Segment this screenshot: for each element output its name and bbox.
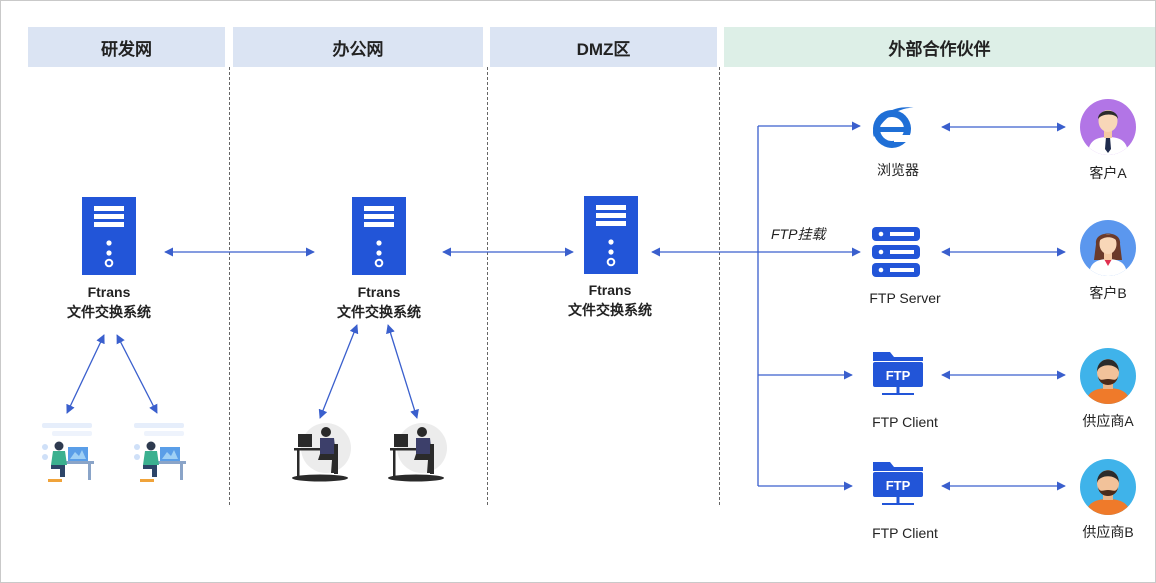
zone-divider (487, 67, 488, 505)
ftp-mount-label: FTP挂载 (771, 226, 826, 242)
browser-label: 浏览器 (877, 162, 919, 178)
ftp-client-label: FTP Client (872, 525, 938, 541)
ftrans-name-label: Ftrans (588, 282, 632, 298)
ftrans-server-icon (352, 197, 406, 275)
zone-header-office: 办公网 (233, 27, 483, 67)
supplier-a-label: 供应商A (1082, 413, 1134, 429)
ftp-client-folder-icon: FTP (873, 352, 923, 395)
zone-header-dmz: DMZ区 (490, 27, 717, 67)
office-user-link (318, 324, 359, 419)
customer-a-label: 客户A (1089, 165, 1127, 181)
zone-divider (229, 67, 230, 505)
ftp-client-label: FTP Client (872, 414, 938, 430)
ftp-server-rack-icon (872, 227, 920, 277)
supplier-b-avatar-icon (1080, 459, 1136, 515)
ftrans-name-label: Ftrans (357, 284, 401, 300)
browser-icon (873, 107, 914, 148)
zone-header-rnd: 研发网 (28, 27, 225, 67)
rnd-user-link (116, 334, 158, 414)
ftp-folder-text: FTP (886, 478, 911, 493)
ftrans-server-icon (82, 197, 136, 275)
supplier-a-avatar-icon (1080, 348, 1136, 404)
customer-b-avatar-icon (1080, 220, 1136, 276)
rnd-user-link (66, 334, 105, 414)
ftp-folder-text: FTP (886, 368, 911, 383)
ftrans-name-label: Ftrans (87, 284, 131, 300)
zone-header-partners: 外部合作伙伴 (724, 27, 1155, 67)
ftp-client-folder-icon: FTP (873, 462, 923, 505)
office-worker-illustration-icon (292, 423, 351, 482)
ftrans-subtitle-label: 文件交换系统 (67, 304, 151, 320)
customer-a-avatar-icon (1080, 99, 1136, 155)
ftrans-subtitle-label: 文件交换系统 (568, 302, 652, 318)
customer-b-label: 客户B (1089, 285, 1127, 301)
ftrans-subtitle-label: 文件交换系统 (337, 304, 421, 320)
developer-illustration-icon (134, 423, 186, 482)
ftp-server-label: FTP Server (869, 290, 941, 306)
office-user-link (386, 324, 419, 419)
developer-illustration-icon (42, 423, 94, 482)
zone-divider (719, 67, 720, 505)
office-worker-illustration-icon (388, 423, 447, 482)
supplier-b-label: 供应商B (1082, 524, 1134, 540)
ftrans-server-icon (584, 196, 638, 274)
